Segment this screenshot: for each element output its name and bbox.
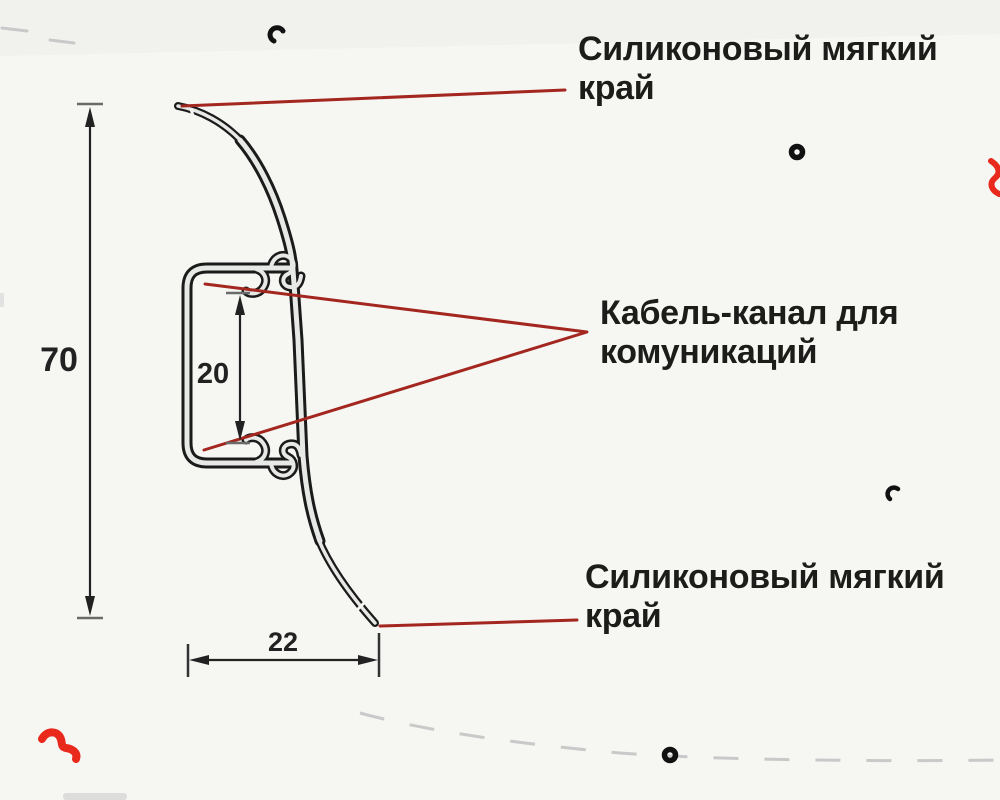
- label-silicone-edge-bottom: Силиконовый мягкий край: [585, 558, 945, 635]
- gray-smudge-bottom-left: [63, 793, 127, 800]
- label-cable-channel: Кабель-канал для комуникаций: [600, 294, 899, 371]
- ring-dot-top-right: [788, 143, 806, 161]
- leader-cable-channel: [202, 282, 589, 452]
- leader-bottom-edge: [378, 618, 579, 628]
- red-squiggle-bottom-left: [38, 728, 81, 763]
- dimension-value-70: 70: [40, 341, 78, 379]
- dimension-base-width: 22: [186, 627, 381, 677]
- silicone-notches: [189, 108, 368, 613]
- dashed-curve-top-left: [0, 26, 76, 45]
- dimension-overall-height: 70: [40, 102, 103, 620]
- dimension-channel-height: 20: [197, 291, 250, 445]
- comma-mark-right: [885, 485, 901, 502]
- ring-dot-bottom: [661, 746, 679, 764]
- dimension-value-22: 22: [268, 627, 298, 657]
- label-silicone-edge-top: Силиконовый мягкий край: [578, 30, 938, 107]
- edge-smudge: [0, 293, 4, 307]
- dimension-value-20: 20: [197, 358, 229, 390]
- comma-mark-top: [267, 25, 286, 44]
- red-squiggle-right: [988, 158, 1000, 197]
- background-top-band: [0, 0, 1000, 56]
- dashed-curve-bottom: [359, 711, 1000, 763]
- leader-top-edge: [180, 88, 567, 108]
